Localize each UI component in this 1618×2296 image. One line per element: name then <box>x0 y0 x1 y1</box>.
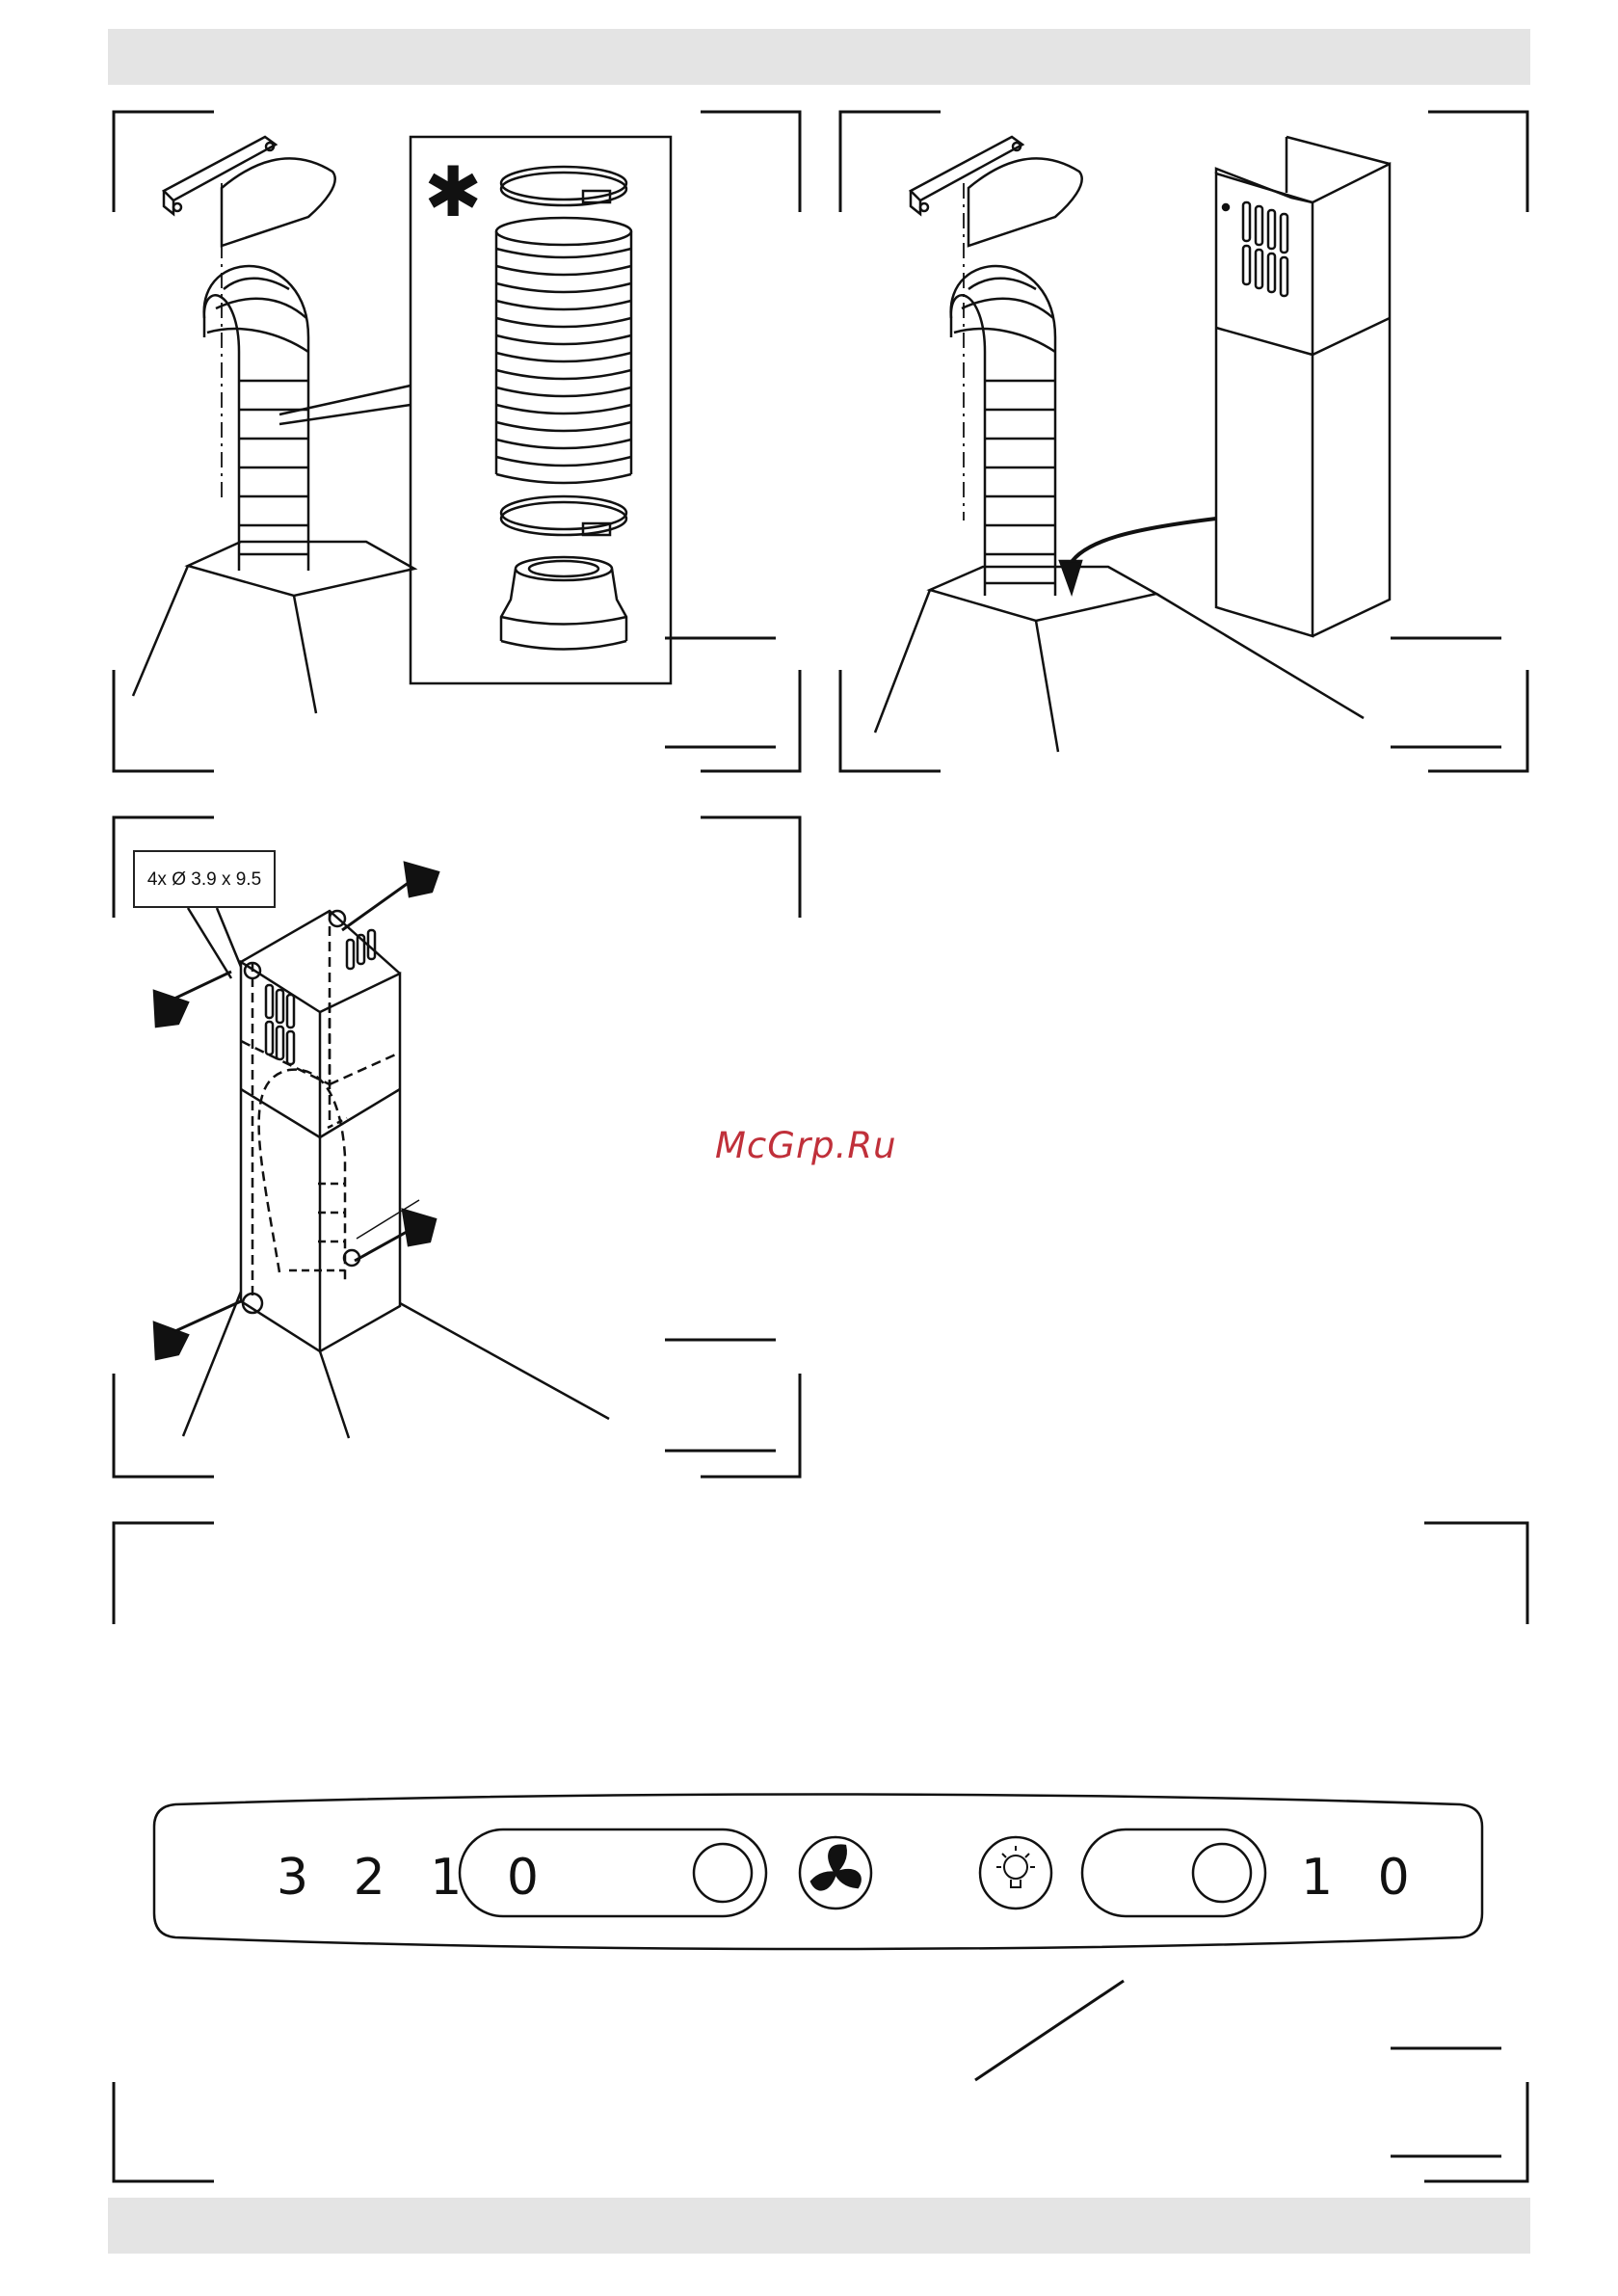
optional-part-asterisk: ✱ <box>424 157 482 227</box>
ceiling-base <box>875 567 1364 752</box>
chimney-wireframe <box>241 911 400 1351</box>
panel-leader <box>975 1981 1124 2080</box>
chimney-column <box>1216 137 1390 636</box>
screwdriver-icon <box>342 863 438 930</box>
reducer-flange <box>501 557 626 650</box>
placement-arrow <box>1068 519 1216 569</box>
watermark-text: McGrp.Ru <box>715 1125 897 1166</box>
screwdriver-icon <box>154 1301 241 1359</box>
light-scale: 1 0 <box>1301 1849 1424 1907</box>
panel-chimney-fixing <box>154 863 609 1438</box>
wall-bracket <box>911 137 1082 246</box>
panel-duct-assembly <box>133 137 671 713</box>
screwdriver-icon <box>355 1200 436 1261</box>
light-bulb-icon <box>980 1837 1051 1909</box>
base-leader <box>183 1292 609 1438</box>
lower-clamp <box>501 496 626 535</box>
panel-chimney-placement <box>875 137 1390 752</box>
upper-clamp <box>501 167 626 205</box>
motor-speed-scale: 3 2 1 0 <box>277 1849 553 1907</box>
label-leader <box>188 908 241 978</box>
arrow-head <box>1060 561 1081 593</box>
duct-detail <box>496 218 631 483</box>
screwdriver-icon <box>154 972 231 1027</box>
detail-leader <box>279 386 411 424</box>
flexible-duct <box>951 183 1055 596</box>
light-slider <box>1082 1829 1265 1916</box>
panel-controls <box>154 1795 1482 2081</box>
fan-icon <box>800 1837 871 1909</box>
ceiling-base <box>133 542 414 713</box>
wall-bracket <box>164 137 335 246</box>
screw-spec-label: 4x Ø 3.9 x 9.5 <box>133 850 276 908</box>
flexible-duct <box>204 183 308 571</box>
